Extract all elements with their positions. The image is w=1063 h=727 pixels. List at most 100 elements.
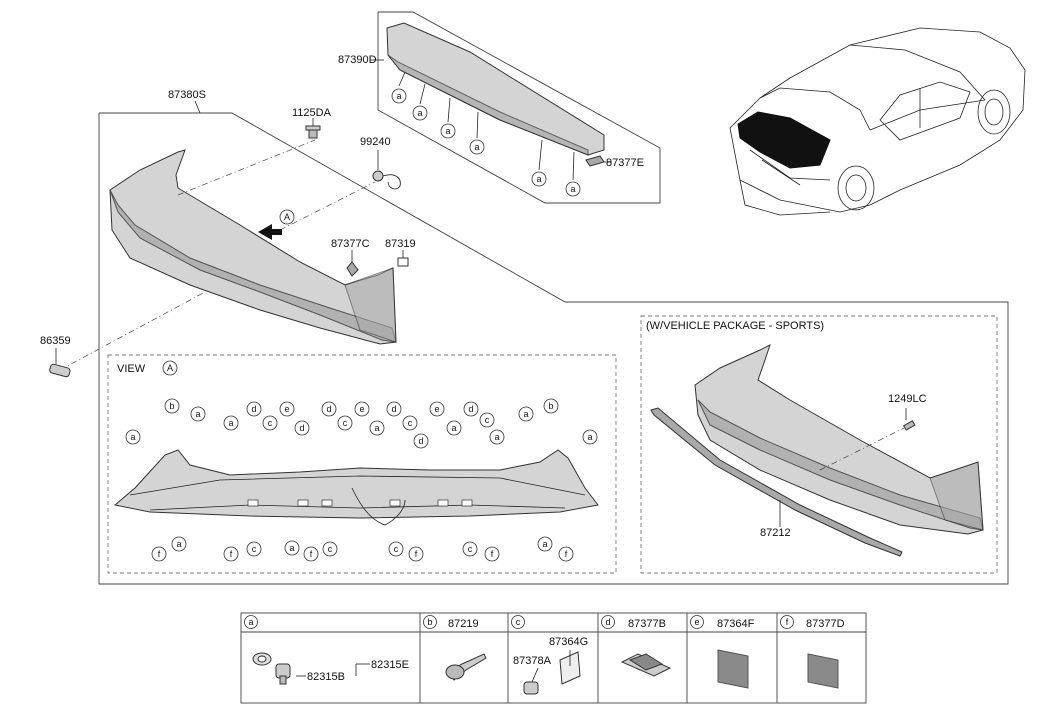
main-assembly-frame <box>98 112 1009 585</box>
vehicle-illustration <box>729 27 1026 216</box>
label-87212: 87212 <box>760 527 791 539</box>
callout-a: a <box>223 415 239 431</box>
callout-f: f <box>151 546 167 562</box>
callout-c: c <box>322 541 338 557</box>
svg-text:87377B: 87377B <box>628 618 666 630</box>
callout-c: c <box>462 541 478 557</box>
spoiler-callouts: a a a a a a <box>391 88 581 197</box>
label-87377E: 87377E <box>606 157 644 169</box>
callout-d: d <box>386 401 402 417</box>
callout-d: d <box>294 420 310 436</box>
callout-a: a <box>489 429 505 445</box>
svg-text:c: c <box>516 617 521 627</box>
callout-c: c <box>337 415 353 431</box>
svg-text:f: f <box>491 549 494 559</box>
legend-cell-e: e 87364F <box>690 615 755 630</box>
callout-c: c <box>246 541 262 557</box>
label-99240: 99240 <box>360 136 391 148</box>
callout-b: b <box>164 398 180 414</box>
callout-a: a <box>565 181 581 197</box>
legend-e-part <box>717 649 749 689</box>
callout-a: a <box>469 139 485 155</box>
legend-cell-a: a <box>244 615 258 629</box>
svg-text:f: f <box>786 617 789 627</box>
svg-text:87364F: 87364F <box>717 618 755 630</box>
svg-text:f: f <box>310 549 313 559</box>
svg-text:a: a <box>587 432 592 442</box>
callout-a: a <box>125 429 141 445</box>
callout-a: a <box>190 406 206 422</box>
svg-text:d: d <box>251 404 256 414</box>
svg-text:f: f <box>158 549 161 559</box>
svg-text:87364G: 87364G <box>549 636 588 648</box>
svg-text:a: a <box>417 108 422 118</box>
callout-a: a <box>531 171 547 187</box>
callout-e: e <box>354 401 370 417</box>
callout-e: e <box>279 401 295 417</box>
sports-package-frame <box>640 315 998 574</box>
label-87319-shape <box>397 257 409 267</box>
callout-f: f <box>484 546 500 562</box>
callout-f: f <box>223 546 239 562</box>
svg-text:a: a <box>474 142 479 152</box>
svg-text:b: b <box>548 401 553 411</box>
callout-d: d <box>246 401 262 417</box>
svg-text:e: e <box>434 404 439 414</box>
callout-a: a <box>412 105 428 121</box>
svg-text:a: a <box>374 423 379 433</box>
callout-a: a <box>369 420 385 436</box>
svg-text:c: c <box>252 544 257 554</box>
svg-text:a: a <box>570 184 575 194</box>
legend-cell-d: d 87377B <box>601 615 666 630</box>
svg-text:d: d <box>326 404 331 414</box>
svg-text:a: a <box>248 617 253 627</box>
svg-text:c: c <box>343 418 348 428</box>
callout-a: a <box>171 536 187 552</box>
svg-text:a: a <box>451 423 456 433</box>
svg-text:e: e <box>694 617 699 627</box>
svg-text:A: A <box>284 212 290 222</box>
label-87390D: 87390D <box>338 54 377 66</box>
svg-text:a: a <box>396 91 401 101</box>
svg-text:c: c <box>328 544 333 554</box>
callout-a: a <box>284 540 300 556</box>
svg-text:c: c <box>468 544 473 554</box>
legend-c-parts: 87364G 87378A <box>513 636 588 695</box>
tape-87377E-shape <box>585 155 605 167</box>
upper-spoiler-87390D <box>386 22 605 181</box>
view-direction-arrow <box>258 224 282 240</box>
svg-text:f: f <box>415 549 418 559</box>
label-86359: 86359 <box>40 335 71 347</box>
camera-86359 <box>49 348 71 378</box>
label-87319: 87319 <box>385 238 416 250</box>
svg-text:a: a <box>445 126 450 136</box>
wiring-99240 <box>372 150 401 190</box>
svg-text:d: d <box>299 423 304 433</box>
callout-d: d <box>413 433 429 449</box>
upper-spoiler-frame <box>377 11 661 204</box>
svg-text:a: a <box>536 174 541 184</box>
svg-text:c: c <box>485 415 490 425</box>
main-spoiler-87380S <box>109 149 397 345</box>
svg-text:c: c <box>394 544 399 554</box>
label-1249LC: 1249LC <box>888 393 927 405</box>
callout-f: f <box>303 546 319 562</box>
callout-e: e <box>429 401 445 417</box>
svg-text:82315B: 82315B <box>307 671 345 683</box>
legend-f-part <box>807 653 839 689</box>
svg-text:87219: 87219 <box>448 618 479 630</box>
arrow-ref-callout: A <box>279 209 295 225</box>
label-87380S: 87380S <box>168 89 206 101</box>
svg-text:a: a <box>130 432 135 442</box>
view-a-callouts-bottom: f a f c a f c c f c f a f <box>151 536 574 562</box>
view-ref-callout: A <box>162 360 178 376</box>
svg-text:d: d <box>418 436 423 446</box>
svg-text:a: a <box>289 543 294 553</box>
callout-a: a <box>391 88 407 104</box>
svg-text:a: a <box>523 409 528 419</box>
callout-a: a <box>518 406 534 422</box>
tape-87377C-shape <box>346 261 359 277</box>
callout-a: a <box>440 123 456 139</box>
svg-text:d: d <box>605 617 610 627</box>
